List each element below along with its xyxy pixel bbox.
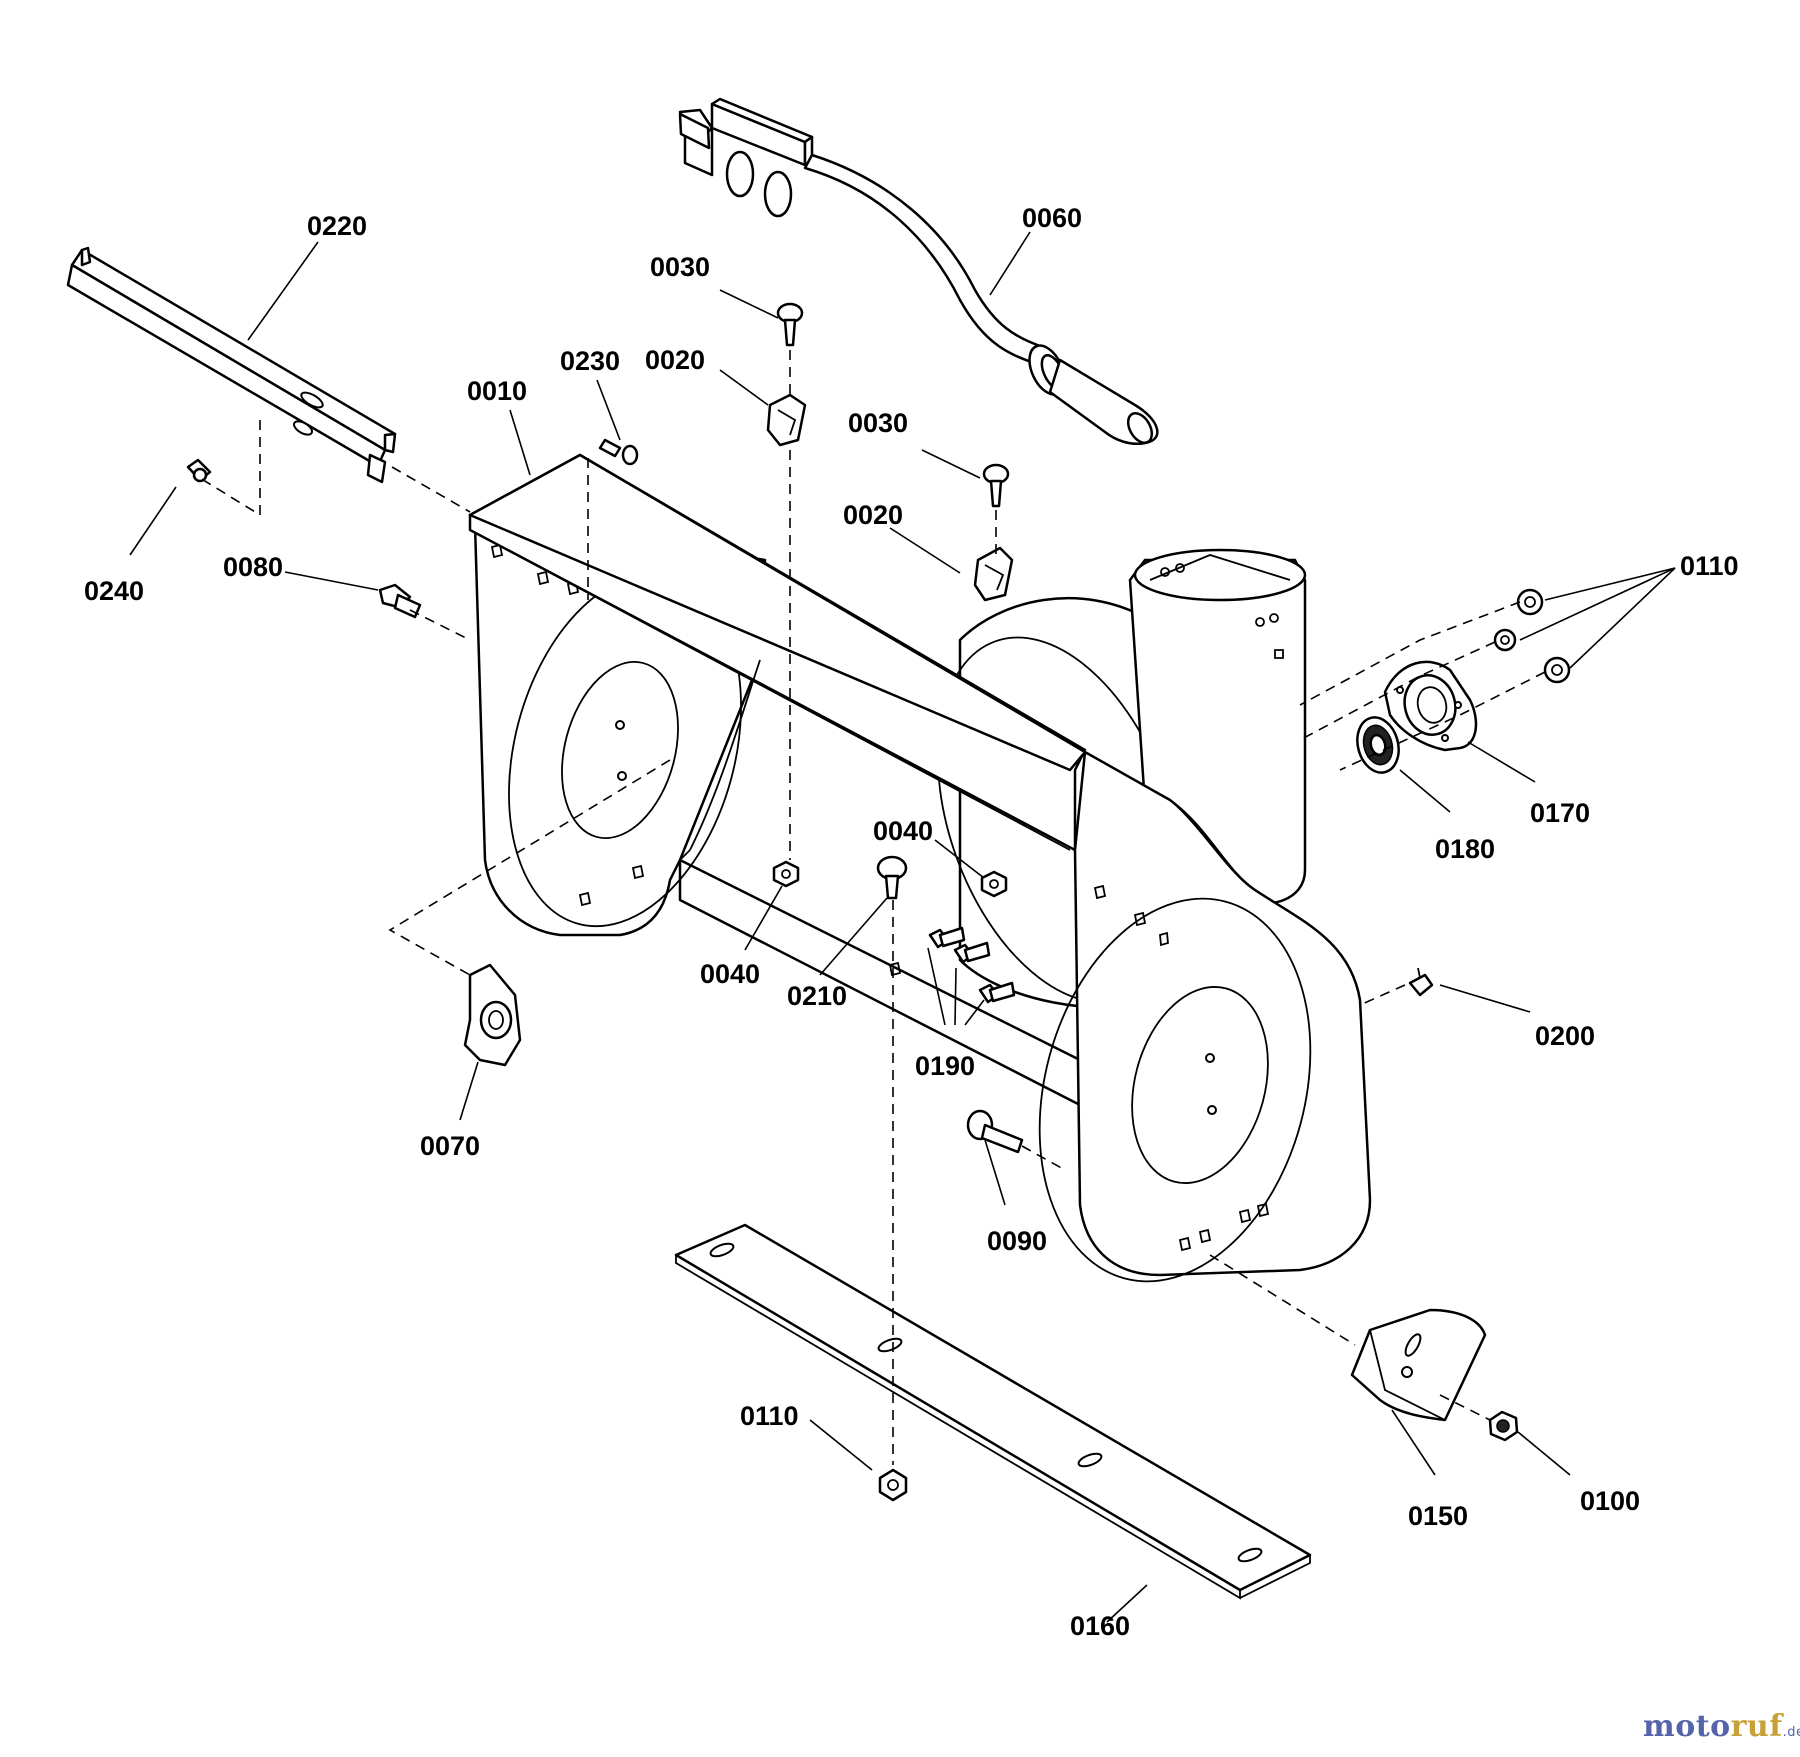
part-0210-bolt [876, 855, 908, 900]
part-0020-clip-upper [766, 393, 807, 447]
part-0040-nut-right [980, 870, 1008, 898]
part-0190-bolts [928, 926, 1016, 1004]
part-0010-housing [468, 453, 1372, 1283]
callout-labels: 0220 0060 0030 0230 0020 0010 0030 0020 … [84, 203, 1739, 1641]
label-0110-bottom: 0110 [740, 1401, 799, 1431]
label-0160: 0160 [1070, 1611, 1130, 1641]
watermark-logo: motoruf.de [1643, 1709, 1800, 1745]
label-0100: 0100 [1580, 1486, 1640, 1516]
part-0160-scraper-bar [674, 1223, 1312, 1600]
label-0190: 0190 [915, 1051, 975, 1081]
part-0090-bolt [966, 1109, 1024, 1154]
part-0180-bearing [1356, 716, 1400, 774]
label-0170: 0170 [1530, 798, 1590, 828]
part-0220-strip [66, 246, 397, 484]
label-0180: 0180 [1435, 834, 1495, 864]
part-0070-bracket [463, 963, 522, 1067]
part-0030-screw-upper [776, 302, 804, 347]
label-0030-upper: 0030 [650, 252, 710, 282]
label-0060: 0060 [1022, 203, 1082, 233]
part-0030-screw-lower [982, 463, 1010, 508]
label-0090: 0090 [987, 1226, 1047, 1256]
label-0070: 0070 [420, 1131, 480, 1161]
label-0210: 0210 [787, 981, 847, 1011]
label-0200: 0200 [1535, 1021, 1595, 1051]
watermark-suffix: .de [1782, 1725, 1800, 1740]
label-0220: 0220 [307, 211, 367, 241]
part-0110-nuts-right [1493, 588, 1571, 684]
leader-lines [129, 231, 1676, 1623]
label-0150: 0150 [1408, 1501, 1468, 1531]
assembly-lines [199, 350, 1546, 1465]
label-0020-upper: 0020 [645, 345, 705, 375]
label-0110-right: 0110 [1680, 551, 1739, 581]
label-0010: 0010 [467, 376, 527, 406]
part-0040-nut-left [772, 860, 800, 888]
label-0240: 0240 [84, 576, 144, 606]
part-0150-skid-shoe [1350, 1308, 1487, 1422]
label-0020-lower: 0020 [843, 500, 903, 530]
part-0110-nut-bottom [878, 1468, 908, 1502]
part-0020-clip-lower [973, 546, 1014, 602]
part-0230-screw [598, 438, 639, 466]
part-0100-lock-nut [1488, 1410, 1519, 1442]
watermark-part1: moto [1643, 1709, 1731, 1744]
label-0080: 0080 [223, 552, 283, 582]
part-0240-wing-nut [186, 458, 212, 483]
part-0060-crank-rod [678, 97, 1159, 445]
part-0170-flange [1383, 660, 1478, 752]
label-0030-lower: 0030 [848, 408, 908, 438]
watermark-part2: ruf [1730, 1709, 1783, 1744]
label-0230: 0230 [560, 346, 620, 376]
label-0040-right: 0040 [873, 816, 933, 846]
part-0200-plug [1408, 967, 1434, 997]
label-0040-left: 0040 [700, 959, 760, 989]
